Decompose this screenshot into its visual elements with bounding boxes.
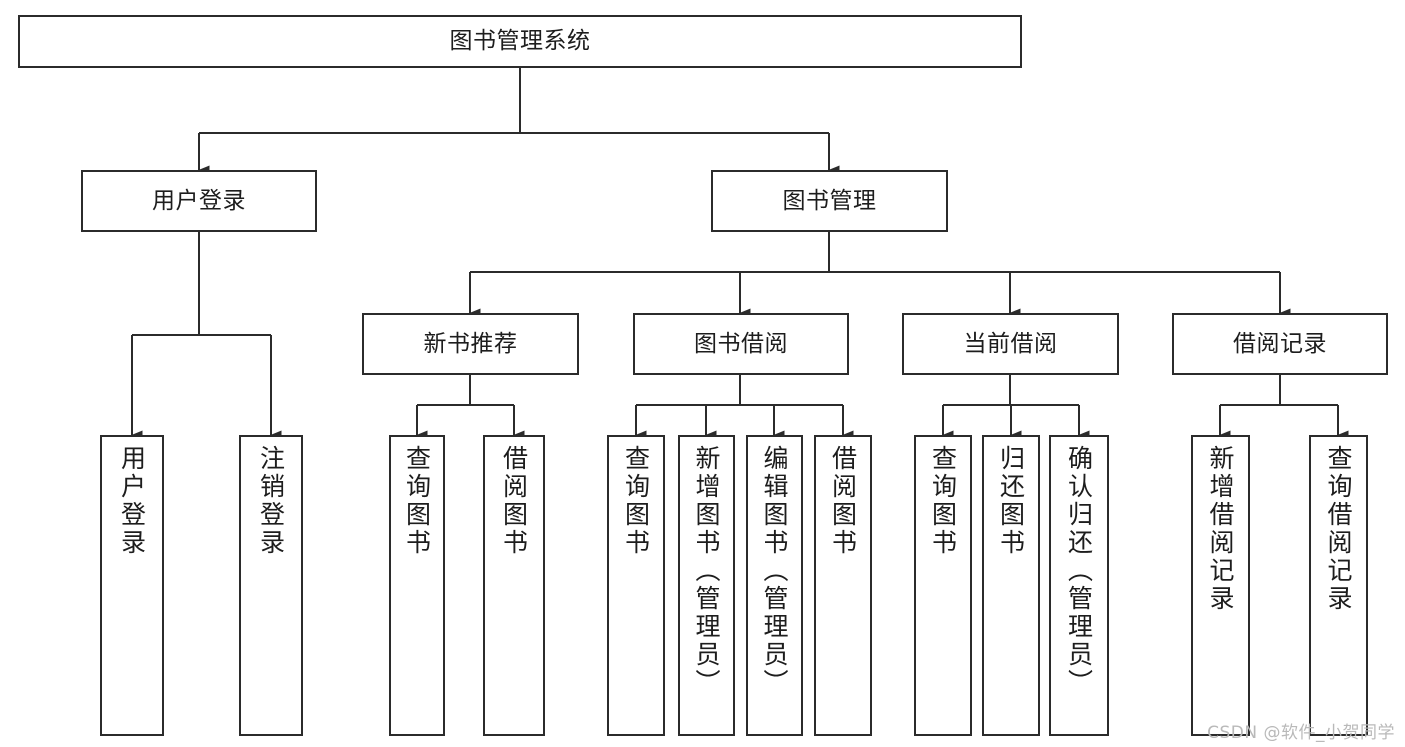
node-leaf-9[interactable]: 归还图书 [982,435,1040,736]
node-level3-0[interactable]: 新书推荐 [362,313,579,375]
node-label: 新增图书（管理员） [692,445,721,697]
node-label: 当前借阅 [963,330,1058,357]
node-label: 图书管理系统 [449,28,591,55]
node-leaf-7[interactable]: 借阅图书 [814,435,872,736]
node-label: 归还图书 [996,445,1026,557]
node-label: 注销登录 [256,445,286,557]
node-leaf-5[interactable]: 新增图书（管理员） [678,435,735,736]
node-label: 编辑图书（管理员） [760,445,789,697]
node-label: 图书借阅 [694,330,788,357]
node-label: 借阅记录 [1233,330,1327,357]
node-label: 确认归还（管理员） [1064,445,1094,697]
node-label: 查询借阅记录 [1324,445,1353,613]
node-label: 用户登录 [152,187,246,214]
node-label: 查询图书 [621,445,651,557]
node-level3-3[interactable]: 借阅记录 [1172,313,1388,375]
node-level3-2[interactable]: 当前借阅 [902,313,1119,375]
node-leaf-2[interactable]: 查询图书 [389,435,445,736]
node-leaf-6[interactable]: 编辑图书（管理员） [746,435,803,736]
node-label: 查询图书 [928,445,958,557]
node-leaf-12[interactable]: 查询借阅记录 [1309,435,1368,736]
node-label: 新增借阅记录 [1206,445,1235,613]
node-level2-1[interactable]: 图书管理 [711,170,948,232]
node-label: 图书管理 [782,187,877,214]
node-root-system[interactable]: 图书管理系统 [18,15,1022,68]
node-leaf-10[interactable]: 确认归还（管理员） [1049,435,1109,736]
node-leaf-8[interactable]: 查询图书 [914,435,972,736]
node-level3-1[interactable]: 图书借阅 [633,313,849,375]
node-leaf-11[interactable]: 新增借阅记录 [1191,435,1250,736]
node-leaf-3[interactable]: 借阅图书 [483,435,545,736]
node-label: 查询图书 [402,445,432,557]
node-label: 用户登录 [117,445,147,557]
node-leaf-0[interactable]: 用户登录 [100,435,164,736]
node-label: 新书推荐 [423,330,518,357]
node-leaf-4[interactable]: 查询图书 [607,435,665,736]
node-leaf-1[interactable]: 注销登录 [239,435,303,736]
node-label: 借阅图书 [828,445,858,557]
node-level2-0[interactable]: 用户登录 [81,170,317,232]
node-label: 借阅图书 [499,445,529,557]
